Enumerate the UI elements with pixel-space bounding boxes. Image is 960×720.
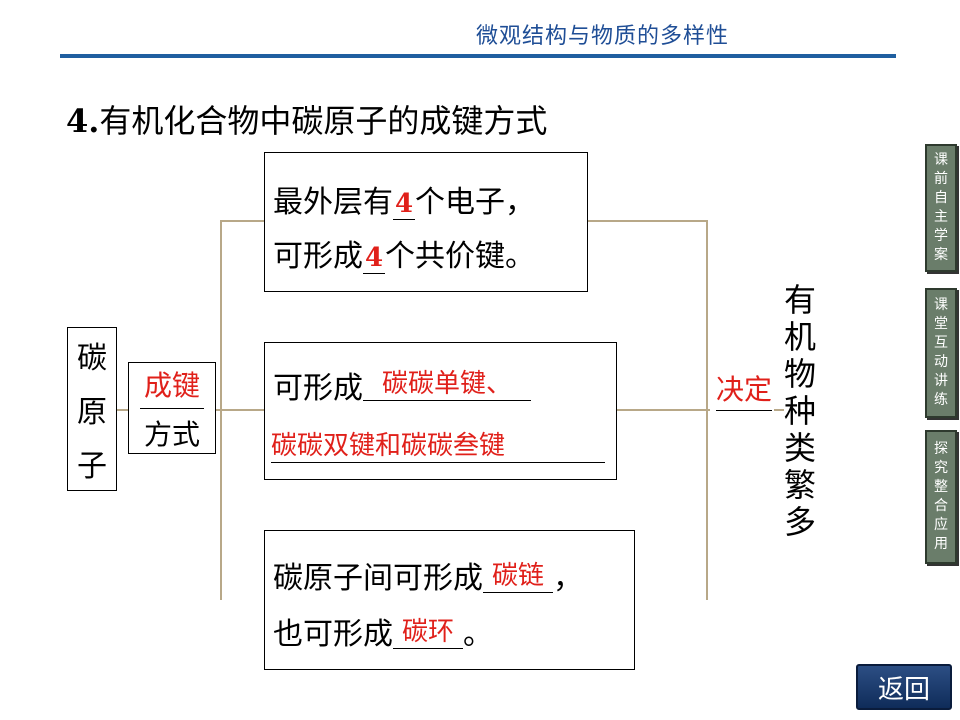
result-char: 类 [783, 429, 816, 467]
carbon-atom-box: 碳 原 子 [67, 327, 117, 491]
nav-char: 堂 [934, 316, 948, 332]
box2-line1: 可形成碳碳单键、 [273, 363, 531, 407]
result-char: 机 [783, 318, 816, 356]
answer-blank: 4 [393, 189, 415, 220]
connector-line [116, 409, 130, 411]
decide-label: 决定 [716, 368, 773, 411]
answer-blank: 碳碳双键和碳碳叁键 [271, 425, 605, 463]
nav-char: 讲 [934, 373, 948, 389]
nav-char: 用 [934, 536, 948, 552]
nav-char: 课 [934, 297, 948, 313]
bond-mode-box: 成键 方式 [128, 362, 216, 454]
nav-char: 前 [934, 171, 948, 187]
section-heading: 4.有机化合物中碳原子的成键方式 [66, 96, 547, 142]
nav-tab-in-class[interactable]: 课 堂 互 动 讲 练 [925, 288, 957, 418]
electron-box: 最外层有4个电子， 可形成4个共价键。 [264, 152, 588, 292]
nav-char: 学 [934, 228, 948, 244]
answer-blank: 碳碳单键、 [363, 363, 531, 401]
box2-line2: 碳碳双键和碳碳叁键 [271, 425, 605, 463]
box3-line1-pre: 碳原子间可形成 [273, 561, 483, 596]
box3-line2: 也可形成碳环。 [273, 609, 493, 653]
bracket-left-vertical [220, 220, 222, 600]
box3-line1: 碳原子间可形成碳链， [273, 553, 583, 597]
box1-line1: 最外层有4个电子， [273, 177, 535, 221]
heading-number: 4. [66, 102, 100, 140]
connector-line [774, 409, 784, 411]
box3-line2-post: 。 [463, 617, 493, 652]
result-char: 种 [783, 392, 816, 430]
nav-char: 应 [934, 517, 948, 533]
nav-char: 案 [934, 247, 948, 263]
box1-line2: 可形成4个共价键。 [273, 231, 535, 275]
nav-char: 练 [934, 392, 948, 408]
bracket-right-top [588, 220, 706, 222]
answer-blank: 碳链 [483, 555, 553, 593]
result-char: 多 [783, 503, 816, 541]
nav-char: 互 [934, 335, 948, 351]
nav-char: 自 [934, 190, 948, 206]
nav-tab-explore[interactable]: 探 究 整 合 应 用 [925, 430, 957, 564]
result-char: 繁 [783, 466, 816, 504]
result-text: 有 机 物 种 类 繁 多 [780, 282, 820, 541]
box1-line1-post: 个电子， [415, 185, 535, 220]
box1-line2-post: 个共价键。 [385, 239, 535, 274]
bracket-left-top [220, 220, 264, 222]
nav-char: 主 [934, 209, 948, 225]
result-char: 物 [783, 355, 816, 393]
nav-char: 动 [934, 354, 948, 370]
box3-line1-post: ， [553, 561, 583, 596]
box3-line2-pre: 也可形成 [273, 617, 393, 652]
back-button[interactable]: 返回 [856, 664, 952, 710]
box2-line1-pre: 可形成 [273, 371, 363, 406]
bond-mode-top: 成键 [139, 364, 204, 409]
bond-type-box: 可形成碳碳单键、 碳碳双键和碳碳叁键 [264, 342, 617, 480]
box1-line1-pre: 最外层有 [273, 185, 393, 220]
connector-line [616, 409, 710, 411]
heading-text: 有机化合物中碳原子的成键方式 [99, 102, 548, 140]
nav-char: 合 [934, 498, 948, 514]
connector-line [216, 409, 264, 411]
nav-char: 探 [934, 441, 948, 457]
answer-blank: 碳环 [393, 611, 463, 649]
nav-char: 课 [934, 152, 948, 168]
carbon-atom-char: 原 [77, 395, 107, 430]
nav-tab-pre-class[interactable]: 课 前 自 主 学 案 [925, 144, 957, 272]
box1-line2-pre: 可形成 [273, 239, 363, 274]
carbon-structure-box: 碳原子间可形成碳链， 也可形成碳环。 [264, 530, 635, 670]
bond-mode-bottom: 方式 [143, 417, 200, 451]
header-title: 微观结构与物质的多样性 [476, 24, 730, 49]
carbon-atom-char: 碳 [77, 341, 107, 376]
nav-char: 究 [934, 460, 948, 476]
carbon-atom-char: 子 [77, 449, 107, 484]
nav-char: 整 [934, 479, 948, 495]
result-char: 有 [783, 281, 816, 319]
header-divider [60, 54, 896, 58]
answer-blank: 4 [363, 243, 385, 274]
